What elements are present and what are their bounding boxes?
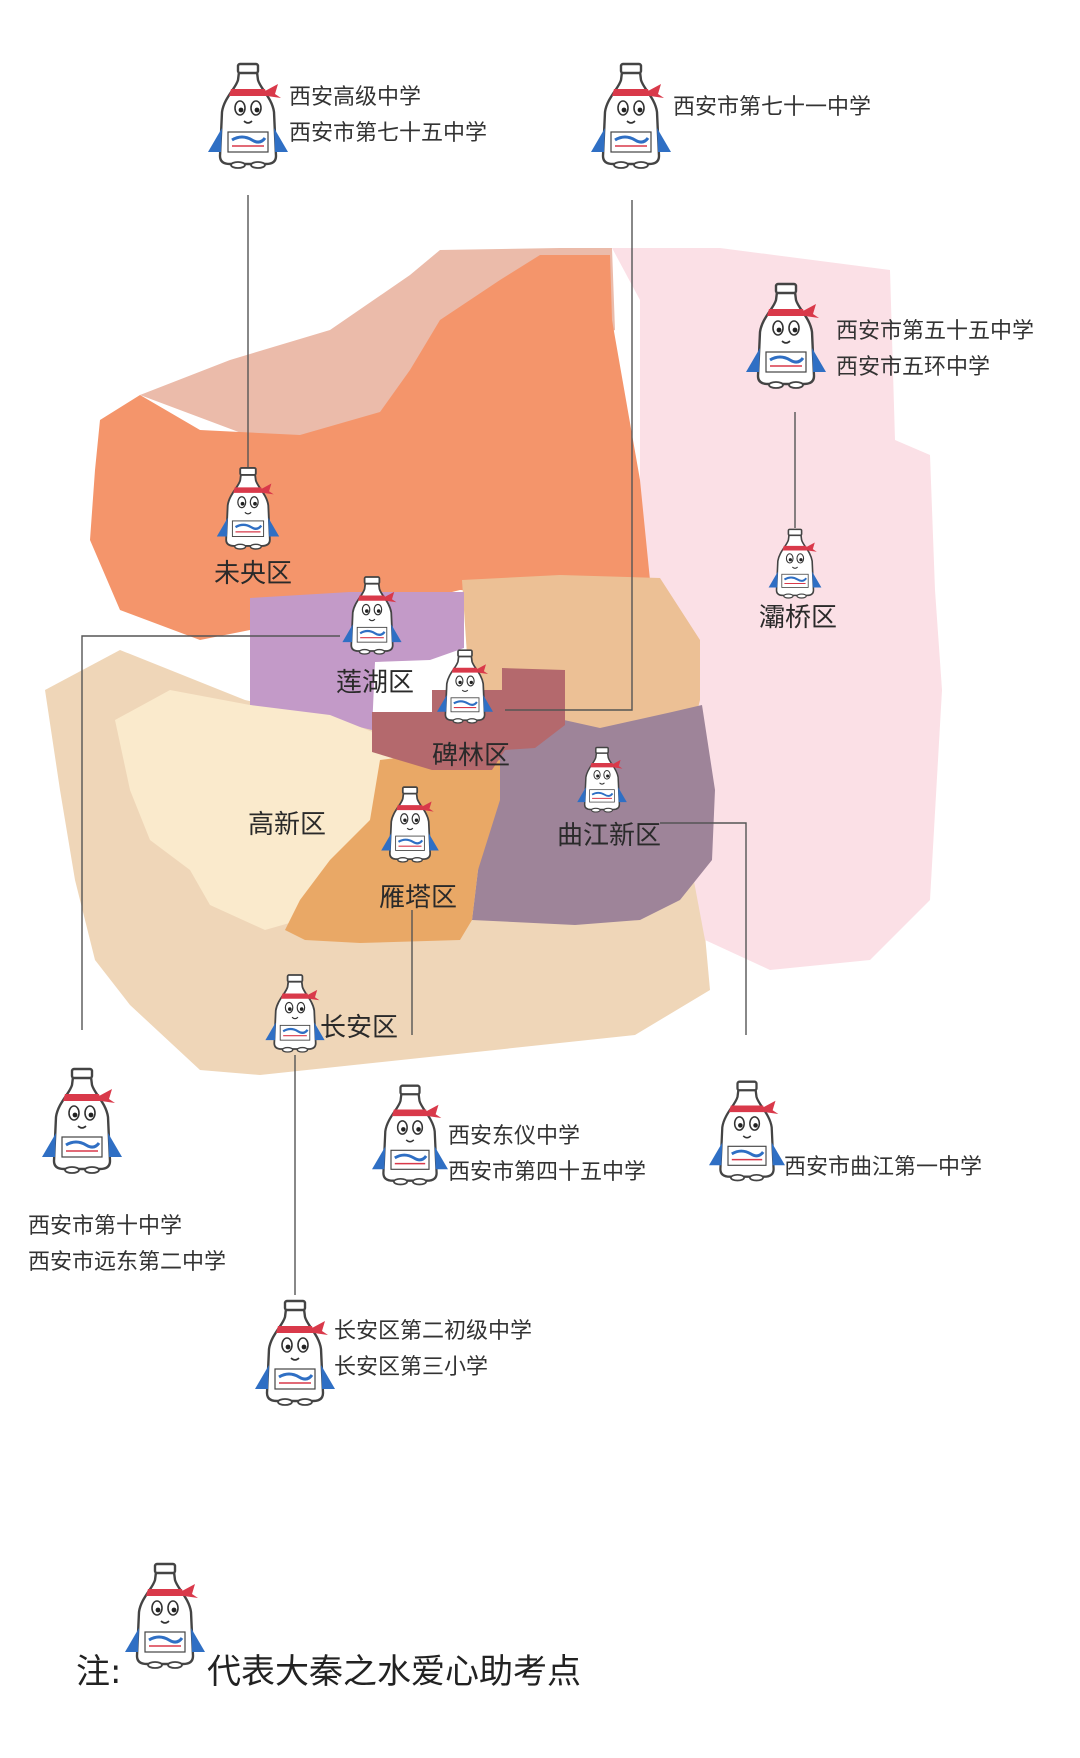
school-name: 西安市五环中学 [836, 355, 991, 380]
school-name: 西安市第四十五中学 [448, 1160, 647, 1185]
school-group-bottom-low: 长安区第二初级中学 长安区第三小学 [334, 1314, 532, 1386]
water-bottle-mascot-icon [707, 1080, 787, 1182]
district-label-yanta: 雁塔区 [379, 883, 458, 913]
district-label-baqiao: 灞桥区 [759, 603, 838, 633]
school-group-bottom-left: 西安市第十中学 西安市远东第二中学 [28, 1209, 226, 1281]
school-group-bottom-right: 西安市曲江第一中学 [784, 1150, 982, 1186]
district-baqiao-region [612, 248, 942, 970]
district-label-qujiang: 曲江新区 [557, 821, 662, 851]
school-name: 西安市第五十五中学 [836, 319, 1035, 344]
district-label-gaoxin: 高新区 [248, 810, 327, 840]
school-name: 长安区第二初级中学 [334, 1319, 533, 1344]
water-bottle-mascot-icon [206, 62, 290, 170]
legend-mascot-icon [123, 1562, 207, 1670]
legend-prefix: 注: [76, 1652, 122, 1692]
district-label-lianhu: 莲湖区 [336, 668, 415, 698]
school-name: 西安东仪中学 [448, 1124, 581, 1149]
leader-lines [81, 195, 796, 1295]
district-qujiang-region [472, 705, 715, 925]
water-bottle-mascot-icon [40, 1067, 124, 1175]
district-label-weiyang: 未央区 [214, 559, 293, 589]
school-name: 西安市第十中学 [28, 1214, 183, 1239]
school-name: 西安市第七十一中学 [673, 95, 872, 120]
school-group-right: 西安市第五十五中学 西安市五环中学 [836, 314, 1034, 386]
school-group-top-mid: 西安市第七十一中学 [673, 90, 871, 126]
water-bottle-mascot-icon [589, 62, 673, 170]
legend-text: 代表大秦之水爱心助考点 [207, 1652, 581, 1692]
district-gaoxin-region [115, 690, 420, 930]
school-name: 西安高级中学 [289, 85, 422, 110]
water-bottle-mascot-icon [253, 1299, 337, 1407]
water-bottle-mascot-icon [370, 1084, 450, 1186]
district-lianhu-region [250, 592, 464, 730]
school-name: 西安市第七十五中学 [289, 121, 488, 146]
school-group-top-left: 西安高级中学 西安市第七十五中学 [289, 80, 487, 152]
school-name: 西安市远东第二中学 [28, 1250, 227, 1275]
school-group-bottom-mid: 西安东仪中学 西安市第四十五中学 [448, 1119, 646, 1191]
school-name: 长安区第三小学 [334, 1355, 489, 1380]
district-label-beilin: 碑林区 [432, 741, 511, 771]
district-label-changan: 长安区 [320, 1013, 399, 1043]
school-name: 西安市曲江第一中学 [784, 1155, 983, 1180]
